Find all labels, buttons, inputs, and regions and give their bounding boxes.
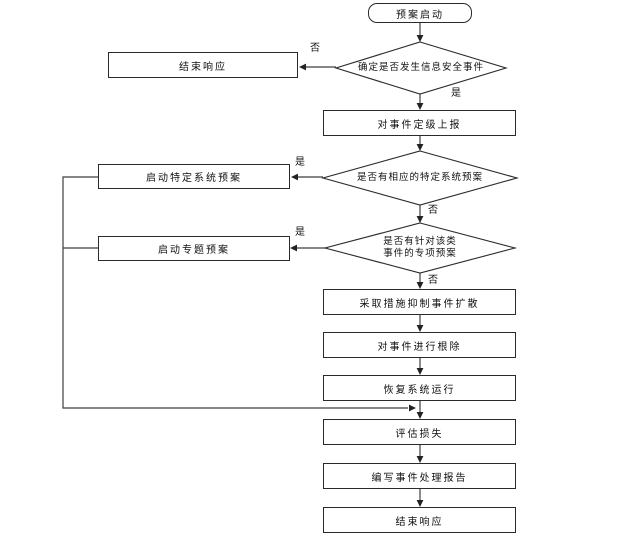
arrowhead-down-icon	[416, 216, 424, 223]
arrowhead-down-icon	[416, 368, 424, 375]
edge-label-yes-event: 是	[451, 88, 461, 99]
edge-label-no-special: 否	[428, 275, 438, 286]
decision-specific-diamond	[320, 150, 520, 206]
node-start: 预案启动	[368, 3, 472, 23]
arrowhead-left-icon	[291, 173, 298, 181]
arrowhead-down-icon	[416, 456, 424, 463]
node-launch-specific: 启动特定系统预案	[98, 164, 290, 189]
node-end-response-top: 结束响应	[108, 52, 298, 78]
arrowhead-left-icon	[299, 63, 306, 71]
decision-event-label: 确定是否发生信息安全事件	[357, 62, 484, 73]
arrowhead-down-icon	[416, 412, 424, 419]
node-launch-special: 启动专题预案	[98, 236, 290, 261]
node-assess: 评估损失	[323, 419, 516, 445]
node-contain: 采取措施抑制事件扩散	[323, 289, 516, 315]
edge-label-yes-special: 是	[295, 227, 305, 238]
node-recover: 恢复系统运行	[323, 375, 516, 401]
decision-special-label-line1: 是否有针对该类	[383, 236, 457, 247]
arrowhead-down-icon	[416, 282, 424, 289]
node-write-report: 编写事件处理报告	[323, 463, 516, 489]
decision-specific-label: 是否有相应的特定系统预案	[356, 172, 483, 183]
decision-special-diamond	[322, 222, 518, 274]
arrowhead-down-icon	[416, 325, 424, 332]
arrowhead-down-icon	[416, 35, 424, 42]
node-grade-report: 对事件定级上报	[323, 110, 516, 136]
arrowhead-down-icon	[416, 103, 424, 110]
node-eradicate: 对事件进行根除	[323, 332, 516, 358]
arrowhead-down-icon	[416, 144, 424, 151]
decision-special-label: 是否有针对该类 事件的专项预案	[325, 235, 515, 261]
decision-special-label-line2: 事件的专项预案	[383, 248, 457, 259]
arrowhead-down-icon	[416, 500, 424, 507]
edge-label-no-specific: 否	[428, 205, 438, 216]
decision-event-diamond	[334, 41, 508, 95]
edge-label-yes-specific: 是	[295, 157, 305, 168]
node-end-response-bottom: 结束响应	[323, 507, 516, 533]
edge-return-path	[62, 176, 408, 409]
arrowhead-left-icon	[290, 244, 297, 252]
edge-label-no-event: 否	[310, 43, 320, 54]
arrowhead-right-icon	[409, 404, 416, 412]
